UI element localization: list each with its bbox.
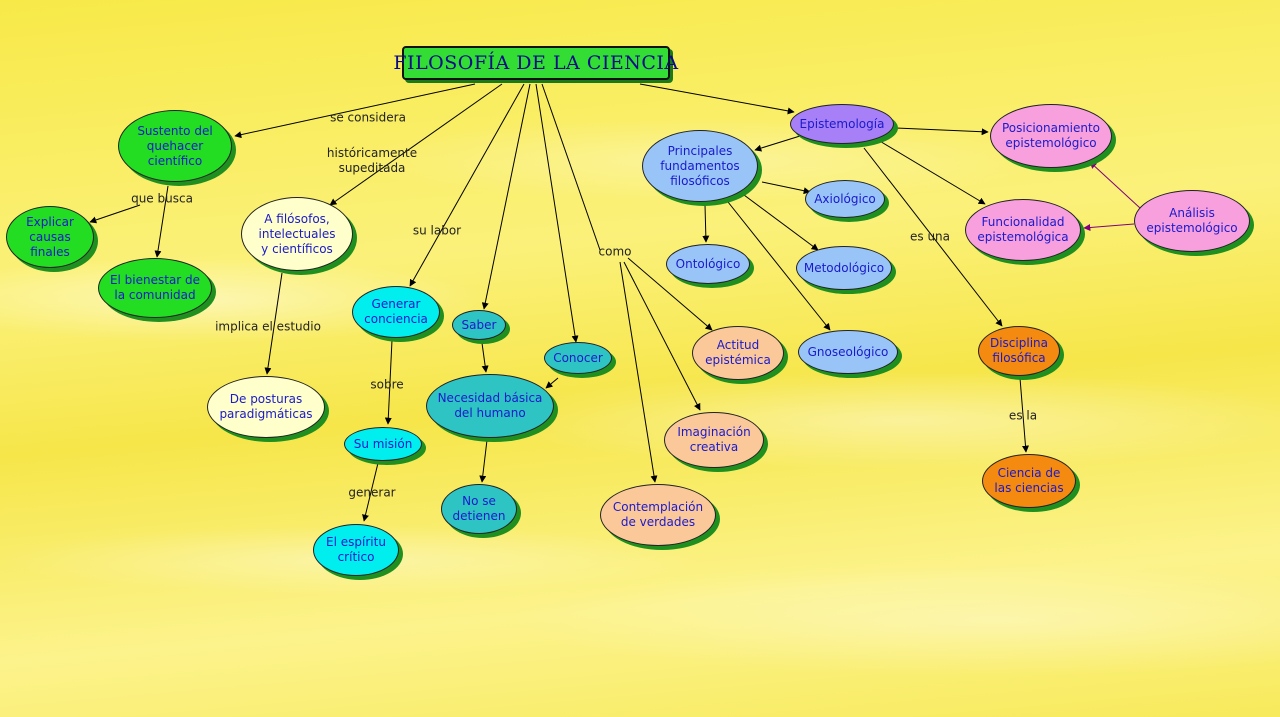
connector-24 [877, 139, 986, 205]
node-funcionalidad[interactable]: Funcionalidad epistemológica [965, 199, 1081, 261]
connector-1 [329, 83, 503, 206]
label-su-labor: su labor [412, 223, 462, 238]
label-implica: implica el estudio [215, 319, 321, 334]
label-se-considera: se considera [330, 110, 406, 125]
connector-20 [761, 181, 811, 195]
node-ciencia-ciencias[interactable]: Ciencia de las ciencias [982, 454, 1076, 508]
node-ontologico[interactable]: Ontológico [666, 244, 750, 284]
node-explicar[interactable]: Explicar causas finales [6, 206, 94, 268]
node-analisis[interactable]: Análisis epistemológico [1134, 190, 1250, 252]
label-sobre: sobre [370, 377, 404, 392]
connector-3 [481, 83, 531, 310]
node-bienestar[interactable]: El bienestar de la comunidad [98, 258, 212, 318]
label-historicamente: históricamente supeditada [326, 146, 418, 175]
node-sustento[interactable]: Sustento del quehacer científico [118, 110, 232, 182]
connector-0 [234, 83, 476, 139]
connector-21 [743, 194, 819, 251]
connector-26 [1019, 377, 1029, 453]
connector-9 [264, 272, 283, 375]
node-metodologico[interactable]: Metodológico [796, 246, 892, 290]
connector-25 [863, 147, 1003, 327]
connector-12 [481, 342, 489, 373]
label-es-una: es una [909, 229, 951, 244]
connector-7 [154, 185, 169, 258]
connector-4 [535, 83, 579, 343]
connector-2 [409, 83, 525, 287]
connector-lines [89, 83, 1141, 522]
label-que-busca: que busca [131, 191, 193, 206]
node-su-mision[interactable]: Su misión [344, 427, 422, 461]
connector-8 [89, 204, 141, 224]
connector-19 [702, 204, 710, 243]
node-contemplacion[interactable]: Contemplación de verdades [600, 484, 716, 546]
main-title[interactable]: FILOSOFÍA DE LA CIENCIA [393, 46, 678, 80]
connector-13 [545, 377, 559, 389]
label-como: como [598, 244, 632, 259]
node-posicionamiento[interactable]: Posicionamiento epistemológico [990, 104, 1112, 168]
node-saber[interactable]: Saber [452, 310, 506, 340]
node-epistemologia[interactable]: Epistemología [790, 104, 894, 144]
node-espiritu[interactable]: El espíritu crítico [313, 524, 399, 576]
node-imaginacion[interactable]: Imaginación creativa [664, 412, 764, 468]
connector-22 [727, 201, 831, 331]
label-generar: generar [348, 485, 396, 500]
connector-18 [754, 135, 801, 152]
connector-16 [623, 261, 701, 411]
node-necesidad[interactable]: Necesidad básica del humano [426, 374, 554, 438]
node-axiologico[interactable]: Axiológico [805, 180, 885, 218]
label-es-la: es la [1008, 408, 1038, 423]
connector-6 [639, 83, 795, 115]
connector-10 [384, 339, 393, 425]
connector-23 [895, 127, 989, 136]
node-principales[interactable]: Principales fundamentos filosóficos [642, 130, 758, 202]
node-conocer[interactable]: Conocer [544, 342, 612, 374]
node-actitud[interactable]: Actitud epistémica [692, 326, 784, 380]
analisis-connector-1 [1083, 223, 1135, 231]
connector-11 [362, 462, 379, 522]
node-posturas[interactable]: De posturas paradigmáticas [207, 376, 325, 438]
node-gnoseologico[interactable]: Gnoseológico [798, 330, 898, 374]
connector-17 [627, 257, 713, 331]
connector-5 [541, 83, 601, 251]
node-disciplina[interactable]: Disciplina filosófica [978, 326, 1060, 376]
node-no-se-detienen[interactable]: No se detienen [441, 484, 517, 534]
analisis-connector-0 [1089, 161, 1141, 209]
connector-15 [619, 261, 658, 483]
node-filosofos[interactable]: A filósofos, intelectuales y científicos [241, 197, 353, 271]
connector-14 [479, 439, 488, 483]
node-generar-conciencia[interactable]: Generar conciencia [352, 286, 440, 338]
